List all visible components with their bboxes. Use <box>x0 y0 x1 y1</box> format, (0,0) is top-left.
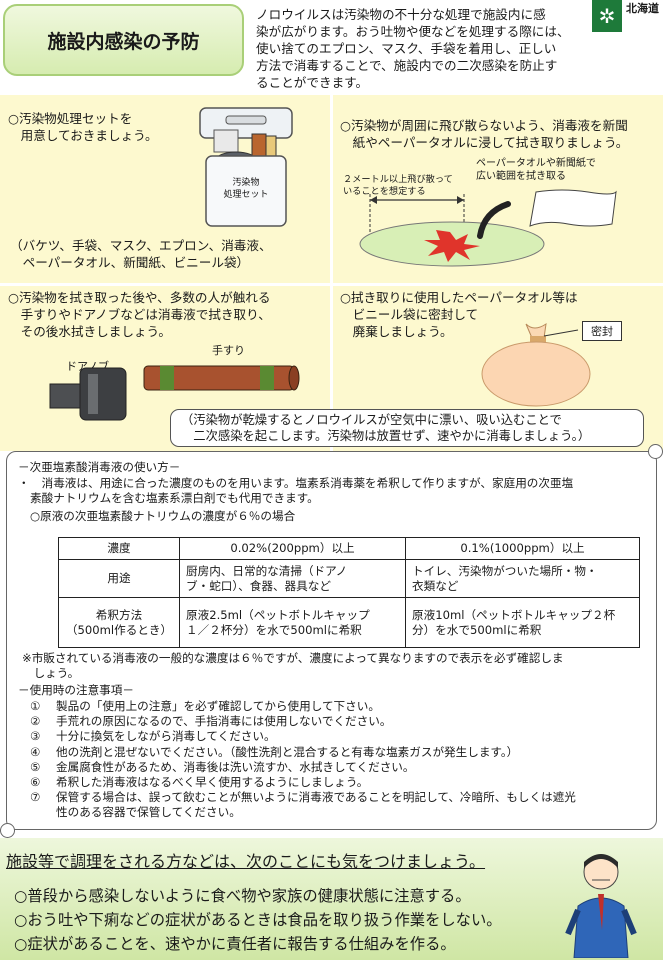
spread-illustration <box>359 189 617 267</box>
doorknob-icon <box>49 367 127 421</box>
caution-number: ① <box>30 699 41 713</box>
caution-number: ③ <box>30 729 41 744</box>
warning-note: （汚染物が乾燥するとノロウイルスが空気中に漂い、吸い込むことで 二次感染を起こし… <box>170 409 644 447</box>
caution-number: ⑥ <box>30 775 41 790</box>
table-header-cell: 濃度 <box>58 537 180 560</box>
seal-label: 密封 <box>582 321 622 341</box>
usage-heading: －次亜塩素酸消毒液の使い方－ <box>18 460 181 474</box>
table-cell: 原液2.5ml（ペットボトルキャップ １／２杯分）を水で500mlに希釈 <box>179 597 406 648</box>
cooking-section <box>0 838 663 960</box>
kit-box-label: 汚染物 処理セット <box>223 178 269 200</box>
usage-sub: ○原液の次亜塩素酸ナトリウムの濃度が６％の場合 <box>30 509 296 523</box>
handrail-icon <box>143 365 300 391</box>
cooking-item: ○普段から感染しないように食べ物や家族の健康状態に注意する。 <box>14 887 471 905</box>
usage-remark: ※市販されている消毒液の一般的な濃度は６％ですが、濃度によって異なりますので表示… <box>22 651 564 681</box>
list-item: ⑥ 希釈した消毒液はなるべく早く使用するようにしましょう。 <box>30 775 650 790</box>
table-cell: 厨房内、日常的な清掃（ドアノ ブ・蛇口）、食器、器具など <box>179 559 406 598</box>
page-title: 施設内感染の予防 <box>3 4 244 76</box>
list-item: ① 製品の「使用上の注意」を必ず確認してから使用して下さい。 <box>30 699 650 714</box>
table-header-cell: 0.1%(1000ppm）以上 <box>405 537 640 560</box>
caution-text: 保管する場合は、誤って飲むことが無いように消毒液であることを明記して、冷暗所、も… <box>56 790 576 820</box>
kit-text: ○汚染物処理セットを 用意しておきましょう。 <box>8 111 158 143</box>
cleanup-kit-box-icon <box>199 107 293 227</box>
sealed-bag-icon <box>481 322 591 407</box>
table-cell: トイレ、汚染物がついた場所・物・ 衣類など <box>405 559 640 598</box>
table-row: 希釈方法 （500ml作るとき） 原液2.5ml（ペットボトルキャップ １／２杯… <box>58 597 640 648</box>
dispose-text: ○拭き取りに使用したペーパータオル等は ビニール袋に密封して 廃棄しましょう。 <box>340 290 578 339</box>
dilution-table: 濃度 0.02%(200ppm）以上 0.1%(1000ppm）以上 用途 厨房… <box>58 537 640 648</box>
caution-number: ⑤ <box>30 759 41 774</box>
scroll-curl-icon <box>648 444 663 459</box>
cooking-item: ○おう吐や下痢などの症状があるときは食品を取り扱う作業をしない。 <box>14 911 502 929</box>
sick-worker-icon <box>565 854 637 958</box>
list-item: ⑦ 保管する場合は、誤って飲むことが無いように消毒液であることを明記して、冷暗所、… <box>30 790 650 820</box>
list-item: ② 手荒れの原因になるので、手指消毒には使用しないでください。 <box>30 714 650 729</box>
usage-bullet-mark: ・ <box>18 476 30 490</box>
table-row: 用途 厨房内、日常的な清掃（ドアノ ブ・蛇口）、食器、器具など トイレ、汚染物が… <box>58 559 640 598</box>
caution-number: ④ <box>30 744 41 759</box>
usage-bullet: 消毒液は、用途に合った濃度のものを用います。塩素系消毒薬を希釈して作りますが、家… <box>30 476 574 506</box>
list-item: ③ 十分に換気をしながら消毒してください。 <box>30 729 650 744</box>
table-cell: 希釈方法 （500ml作るとき） <box>58 597 180 648</box>
table-cell: 原液10ml（ペットボトルキャップ２杯 分）を水で500mlに希釈 <box>405 597 640 648</box>
caution-text: 製品の「使用上の注意」を必ず確認してから使用して下さい。 <box>56 699 380 713</box>
caution-text: 十分に換気をしながら消毒してください。 <box>56 729 276 744</box>
kit-items: （バケツ、手袋、マスク、エプロン、消毒液、 ペーパータオル、新聞紙、ビニール袋） <box>10 238 272 270</box>
caution-number: ⑦ <box>30 790 41 805</box>
caution-text: 他の洗剤と混ぜないでください。（酸性洗剤と混合すると有毒な塩素ガスが発生します。… <box>56 744 519 759</box>
list-item: ④ 他の洗剤と混ぜないでください。（酸性洗剤と混合すると有毒な塩素ガスが発生します… <box>30 745 650 760</box>
scroll-curl-icon <box>0 823 15 838</box>
spread-text: ○汚染物が周囲に飛び散らないよう、消毒液を新聞 紙やペーパータオルに浸して拭き取… <box>340 118 629 150</box>
cautions-list: ① 製品の「使用上の注意」を必ず確認してから使用して下さい。 ② 手荒れの原因になる… <box>30 699 650 821</box>
caution-number: ② <box>30 714 41 729</box>
wipe-text: ○汚染物を拭き取った後や、多数の人が触れる 手すりやドアノブなどは消毒液で拭き取… <box>8 290 271 339</box>
prefecture-name: 北海道 <box>626 2 659 15</box>
table-cell: 用途 <box>58 559 180 598</box>
caution-text: 希釈した消毒液はなるべく早く使用するようにしましょう。 <box>56 775 369 790</box>
towel-label: ペーパータオルや新聞紙で 広い範囲を拭き取る <box>476 158 596 182</box>
cooking-title: 施設等で調理をされる方などは、次のことにも気をつけましょう。 <box>6 852 486 871</box>
list-item: ⑤ 金属腐食性があるため、消毒後は洗い流すか、水拭きしてください。 <box>30 760 650 775</box>
distance-label: ２メートル以上飛び散って いることを想定する <box>343 174 453 197</box>
table-header-cell: 0.02%(200ppm）以上 <box>179 537 406 560</box>
cooking-item: ○症状があることを、速やかに責任者に報告する仕組みを作る。 <box>14 935 456 953</box>
cautions-heading: －使用時の注意事項－ <box>18 683 134 697</box>
prefecture-emblem-icon: ✲ <box>592 0 622 32</box>
intro-text: ノロウイルスは汚染物の不十分な処理で施設内に感 染が広がります。おう吐物や便など… <box>256 7 570 90</box>
handrail-label: 手すり <box>212 344 245 357</box>
caution-text: 金属腐食性があるため、消毒後は洗い流すか、水拭きしてください。 <box>56 759 415 774</box>
caution-text: 手荒れの原因になるので、手指消毒には使用しないでください。 <box>56 714 392 729</box>
